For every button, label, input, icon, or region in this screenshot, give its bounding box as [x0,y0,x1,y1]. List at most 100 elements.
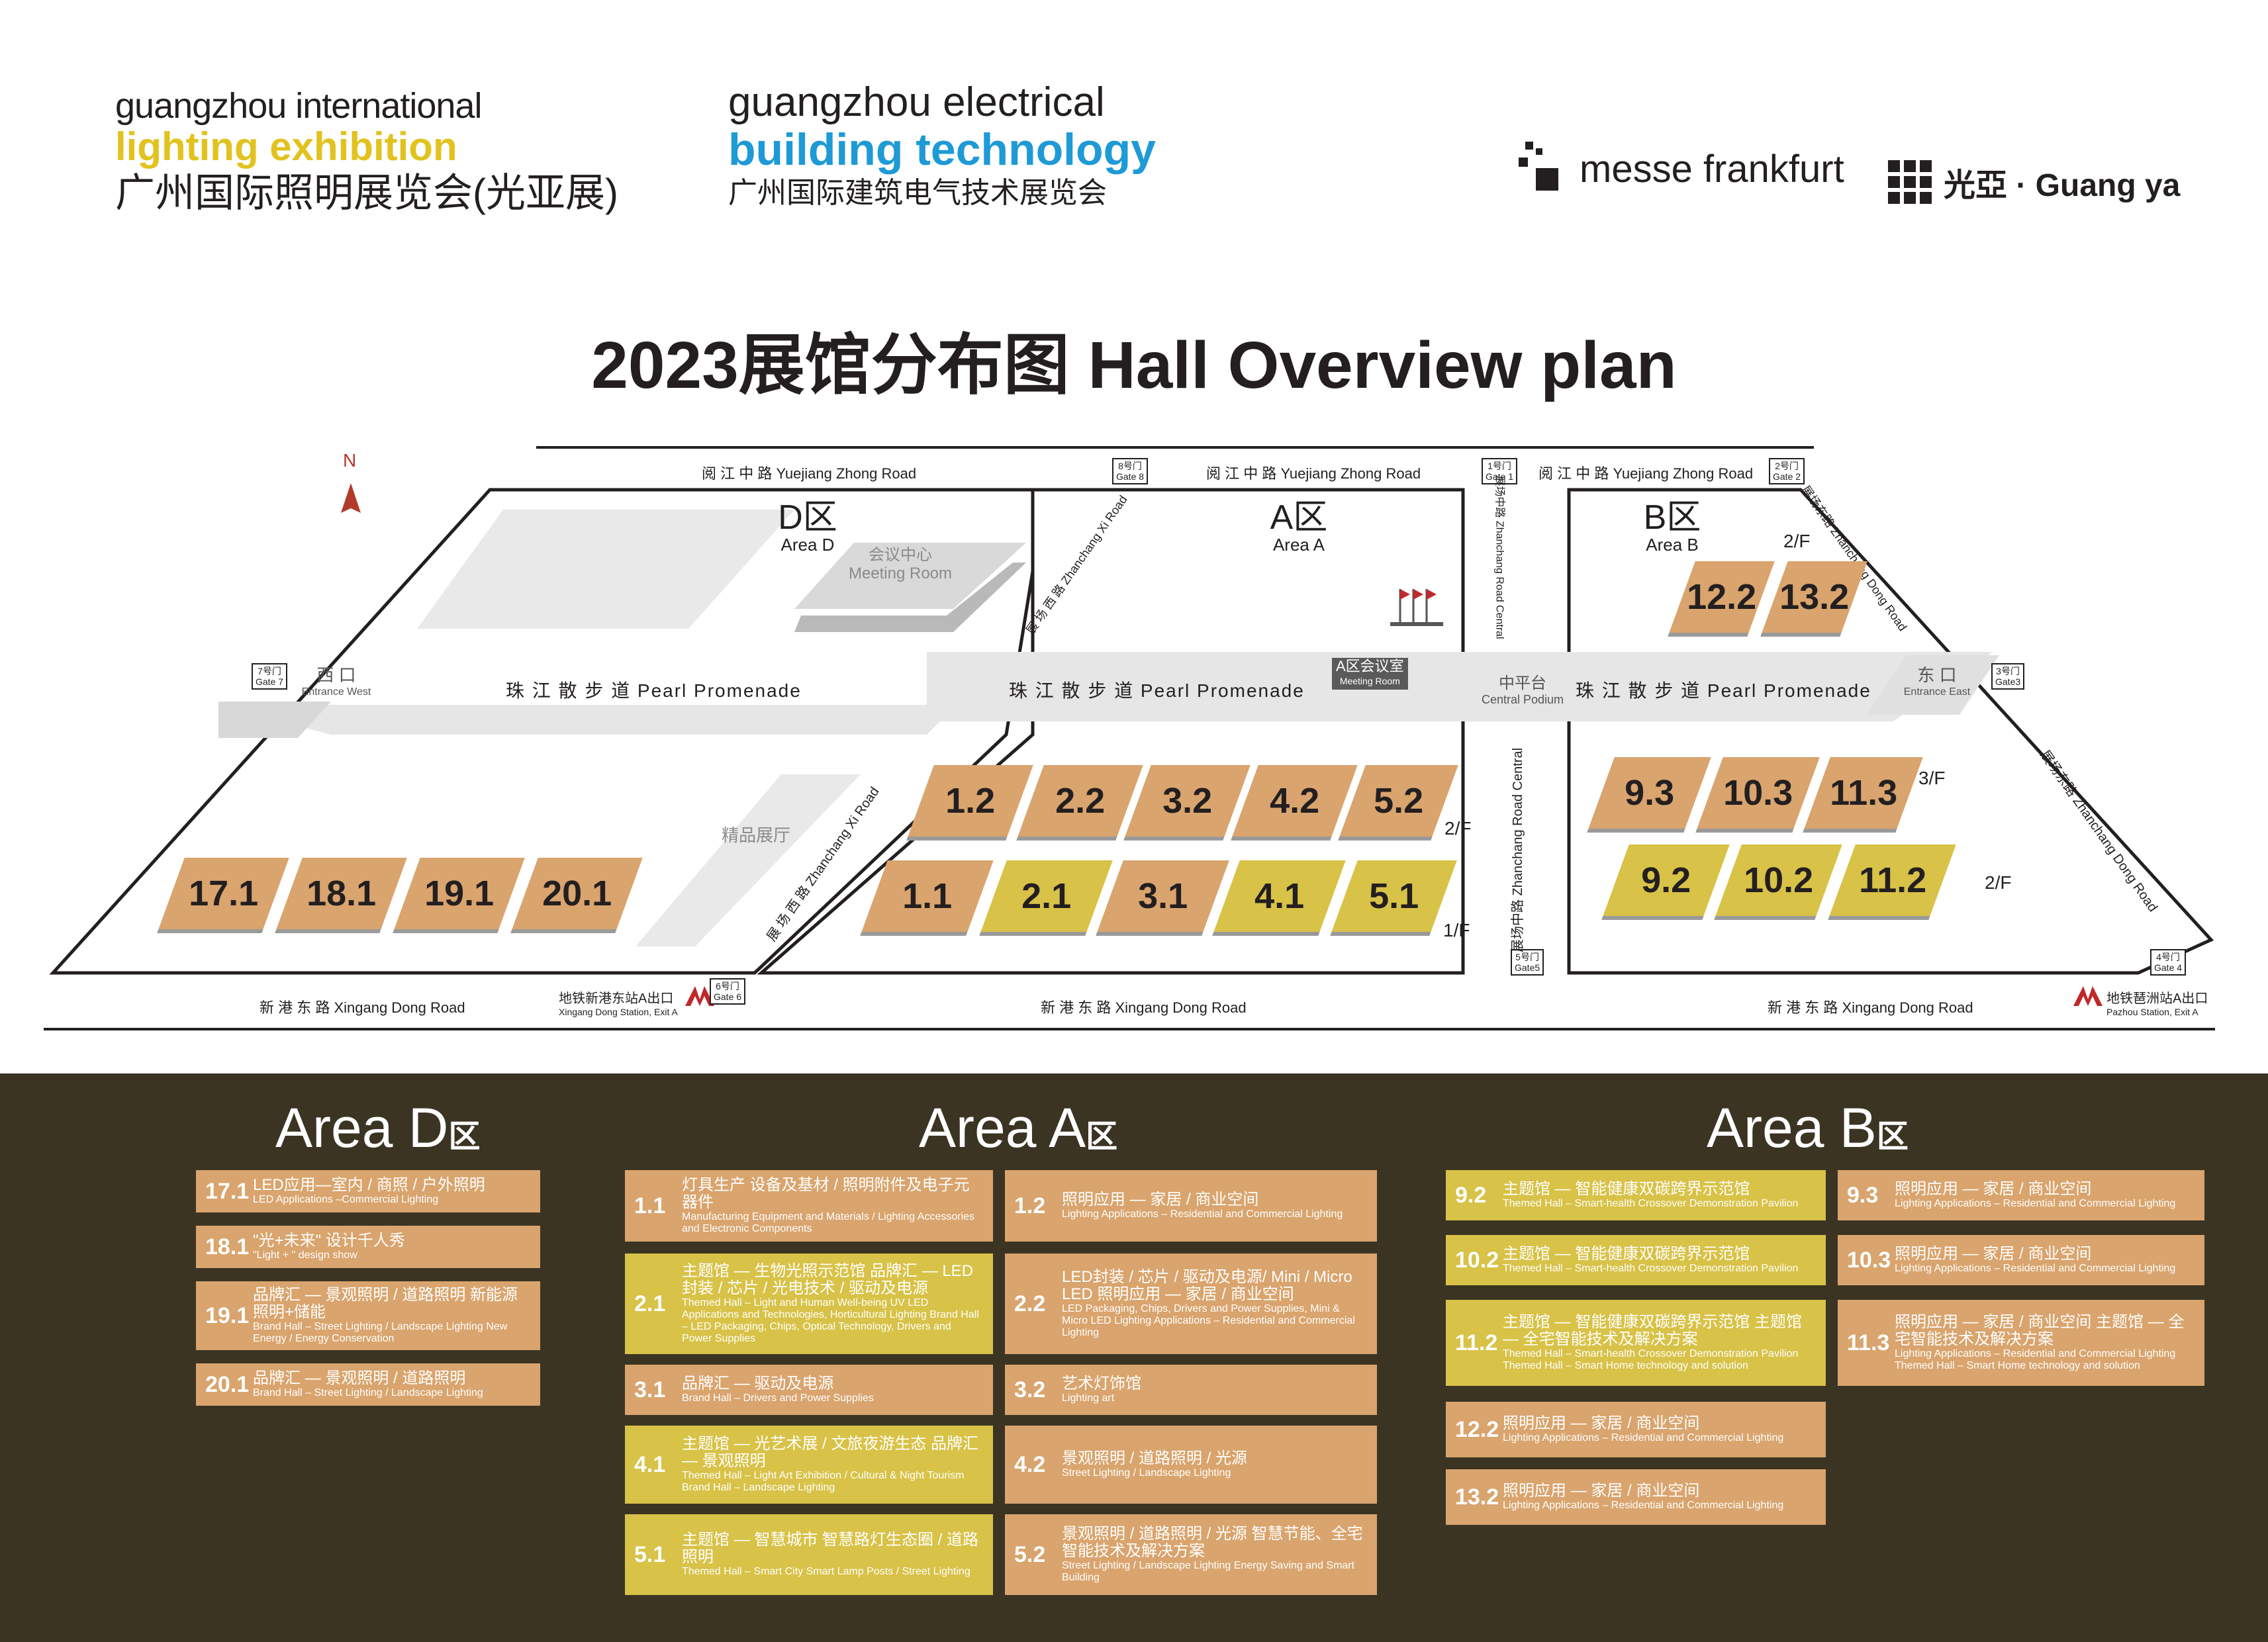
gate-zh: 6号门 [716,981,739,991]
area-en: Area A [1272,535,1325,555]
card-en: Lighting Applications – Residential and … [1895,1348,2176,1371]
legend-title-text: Area A [919,1097,1086,1159]
card-en: Lighting art [1062,1392,1115,1404]
card-zh: 照明应用 — 家居 / 商业空间 主题馆 — 全宅智能技术及解决方案 [1895,1313,2185,1348]
hall-number: 18.1 [307,874,377,913]
area-zh: A区 [1270,498,1328,537]
east-entrance-plaza [1867,655,1999,715]
card-zh: 主题馆 — 光艺术展 / 文旅夜游生态 品牌汇 — 景观照明 [682,1435,979,1470]
hall-number: 17.1 [189,874,259,913]
floor-label-b-2f-top: 2/F [1783,531,1811,551]
road-yuejiang-zhong: 阅 江 中 路 Yuejiang Zhong Road [1538,465,1754,482]
central-podium: 中平台 Central Podium [1470,670,1576,707]
card-zh: LED封装 / 芯片 / 驱动及电源/ Mini / Micro LED 照明应… [1062,1268,1352,1303]
card-en: Lighting Applications – Residential and … [1895,1263,2176,1274]
legend-title-text: Area B [1707,1097,1877,1159]
road-yuejiang-zhong: 阅 江 中 路 Yuejiang Zhong Road [1206,465,1421,482]
card-zh: 照明应用 — 家居 / 商业空间 [1503,1414,1700,1432]
logo-line: building technology [728,124,1156,175]
road-yuejiang-zhong: 阅 江 中 路 Yuejiang Zhong Road [702,465,917,482]
boutique-hall-label: 精品展厅 [722,825,791,845]
area-zh: B区 [1643,498,1701,537]
promenade-label: 珠 江 散 步 道 Pearl Promenade [1576,680,1871,701]
card-en: Themed Hall – Smart City Smart Lamp Post… [682,1566,970,1577]
legend-card-11-2: 11.2 主题馆 — 智能健康双碳跨界示范馆 主题馆 — 全宅智能技术及解决方案… [1446,1300,1826,1386]
card-en: Lighting Applications – Residential and … [1895,1198,2176,1209]
card-zh: 品牌汇 — 驱动及电源 [682,1375,834,1392]
hall-number: 9.2 [1641,860,1691,900]
card-number: 5.2 [1014,1541,1046,1567]
hall-number: 11.2 [1859,860,1927,900]
logo-line: lighting exhibition [115,124,457,169]
card-zh: 主题馆 — 生物光照示范馆 品牌汇 — LED封装 / 芯片 / 光电技术 / … [682,1262,974,1297]
meeting-zh: 会议中心 [869,546,932,564]
hall-number: 5.1 [1369,876,1419,916]
meeting-center-block [794,543,1026,609]
card-number: 4.2 [1014,1451,1046,1477]
card-en: Brand Hall – Street Lighting / Landscape… [253,1321,508,1344]
floor-label-b-3f: 3/F [1918,768,1946,788]
hall-number: 19.1 [424,874,495,913]
metro-zh: 地铁琶洲站A出口 [2106,991,2208,1006]
card-zh: 照明应用 — 家居 / 商业空间 [1062,1191,1259,1209]
metro-east-icon [2073,986,2103,1006]
card-number: 13.2 [1455,1484,1499,1510]
hall-number: 11.3 [1830,773,1898,813]
metro-en: Xingang Dong Station, Exit A [559,1007,678,1017]
card-number: 3.1 [634,1377,666,1402]
legend-area-a-title: Area A区 [919,1096,1117,1160]
legend-area-d-title: Area D区 [275,1096,480,1160]
card-en: Lighting Applications – Residential and … [1503,1500,1784,1511]
logo-line: 广州国际建筑电气技术展览会 [728,177,1107,209]
area-en: Area B [1646,535,1699,555]
card-en: Lighting Applications – Residential and … [1503,1432,1784,1443]
boutique-hall-block [636,774,861,946]
entrance-en: Entrance West [301,686,371,698]
gate-zh: 1号门 [1488,461,1511,471]
north-arrow-icon [341,483,361,513]
card-number: 11.2 [1455,1330,1498,1355]
gate-en: Gate 2 [1773,471,1801,482]
hall-number: 12.2 [1687,577,1757,617]
card-zh: 品牌汇 — 景观照明 / 道路照明 新能源照明+储能 [253,1286,518,1321]
entrance-en: Entrance East [1903,686,1971,698]
gate-zh: 7号门 [258,666,281,676]
gate-zh: 2号门 [1775,461,1799,471]
hall-number: 20.1 [542,874,612,913]
entrance-east: 东 口 Entrance East [1897,662,1977,698]
card-en: "Light + " design show [253,1250,357,1261]
entrance-zh: 东 口 [1917,665,1957,685]
hall-number: 9.3 [1625,773,1675,813]
card-zh: 灯具生产 设备及基材 / 照明附件及电子元器件 [682,1176,970,1211]
floor-label-a-1f: 1/F [1443,920,1470,940]
hall-number: 2.2 [1055,781,1106,821]
metro-en: Pazhou Station, Exit A [2106,1007,2198,1017]
card-en: Lighting Applications – Residential and … [1062,1209,1343,1220]
area-zh: D区 [778,498,837,537]
flags-icon [1390,589,1443,626]
gate-zh: 4号门 [2156,952,2180,962]
hall-number: 3.1 [1138,876,1188,916]
card-zh: 主题馆 — 智能健康双碳跨界示范馆 [1503,1245,1750,1263]
card-number: 1.2 [1014,1193,1046,1218]
guangya-text: 光亞 · Guang ya [1944,168,2181,203]
card-zh: 照明应用 — 家居 / 商业空间 [1503,1482,1700,1500]
electrical-building-logo: guangzhou electrical building technology… [728,79,1156,213]
